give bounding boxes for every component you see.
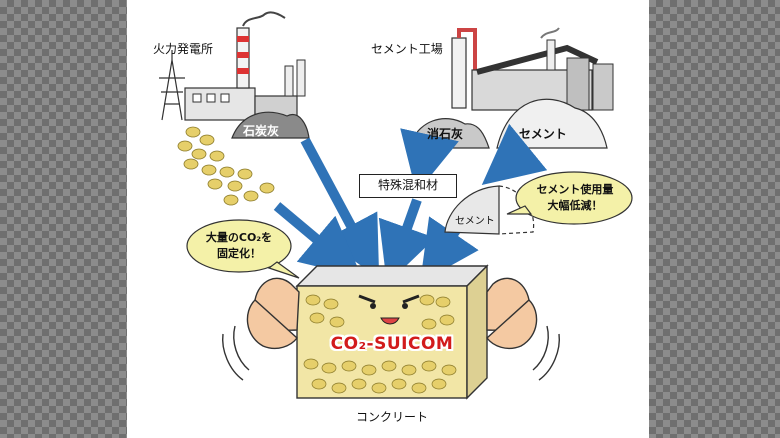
cement-factory-icon [451,27,614,111]
co2-coin-icon [177,126,275,206]
co2-bubble-line1: 大量のCO₂を [205,231,273,244]
brand-title: CO₂-SUICOM [330,334,454,354]
co2-bubble-line2: 固定化！ [217,247,261,260]
power-plant-label: 火力発電所 [153,42,214,56]
co2-bubble [186,219,300,279]
cement-reduced-line2: 大幅低減！ [547,199,603,212]
cement-pie-label: セメント [455,216,495,227]
cement-label: セメント [519,127,567,141]
concrete-block-icon [295,264,489,400]
co2-bubble-text: 大量のCO₂を 固定化！ [189,230,289,262]
limestone-label: 消石灰 [427,127,464,141]
illustration-panel: 火力発電所 セメント工場 石炭灰 消石灰 セメント 特殊混和材 セメント 大量の… [127,0,649,438]
diagram-svg [159,11,633,400]
coal-ash-label: 石炭灰 [243,124,280,138]
cement-reduced-bubble [506,171,633,225]
cement-reduced-bubble-text: セメント使用量 大幅低減！ [519,182,631,214]
special-admixture-box: 特殊混和材 [359,174,457,198]
concrete-label: コンクリート [355,410,428,424]
cement-factory-label: セメント工場 [371,42,443,56]
right-pattern-border [649,0,780,438]
power-plant-icon [159,11,310,139]
muscle-arm-icon [246,277,538,350]
motion-lines [222,325,560,381]
left-pattern-border [0,0,127,438]
cement-reduced-line1: セメント使用量 [536,183,614,196]
